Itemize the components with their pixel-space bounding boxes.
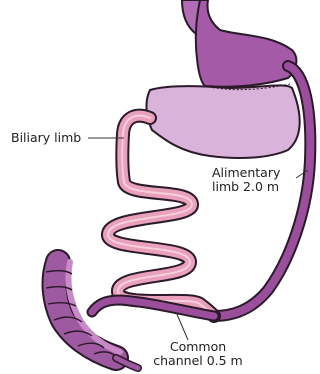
common-channel-line1: Common [150,340,246,354]
biliary-limb-label: Biliary limb [11,131,81,145]
alimentary-limb-label: Alimentary limb 2.0 m [212,166,280,194]
alimentary-limb-line1: Alimentary [212,166,280,180]
stomach-remnant [146,85,299,158]
common-channel-line2: channel 0.5 m [150,354,246,368]
biliary-limb-text: Biliary limb [11,130,81,145]
common-channel-label: Common channel 0.5 m [150,340,246,368]
alimentary-limb-line2: limb 2.0 m [212,180,279,194]
stomach-pouch [196,0,297,87]
